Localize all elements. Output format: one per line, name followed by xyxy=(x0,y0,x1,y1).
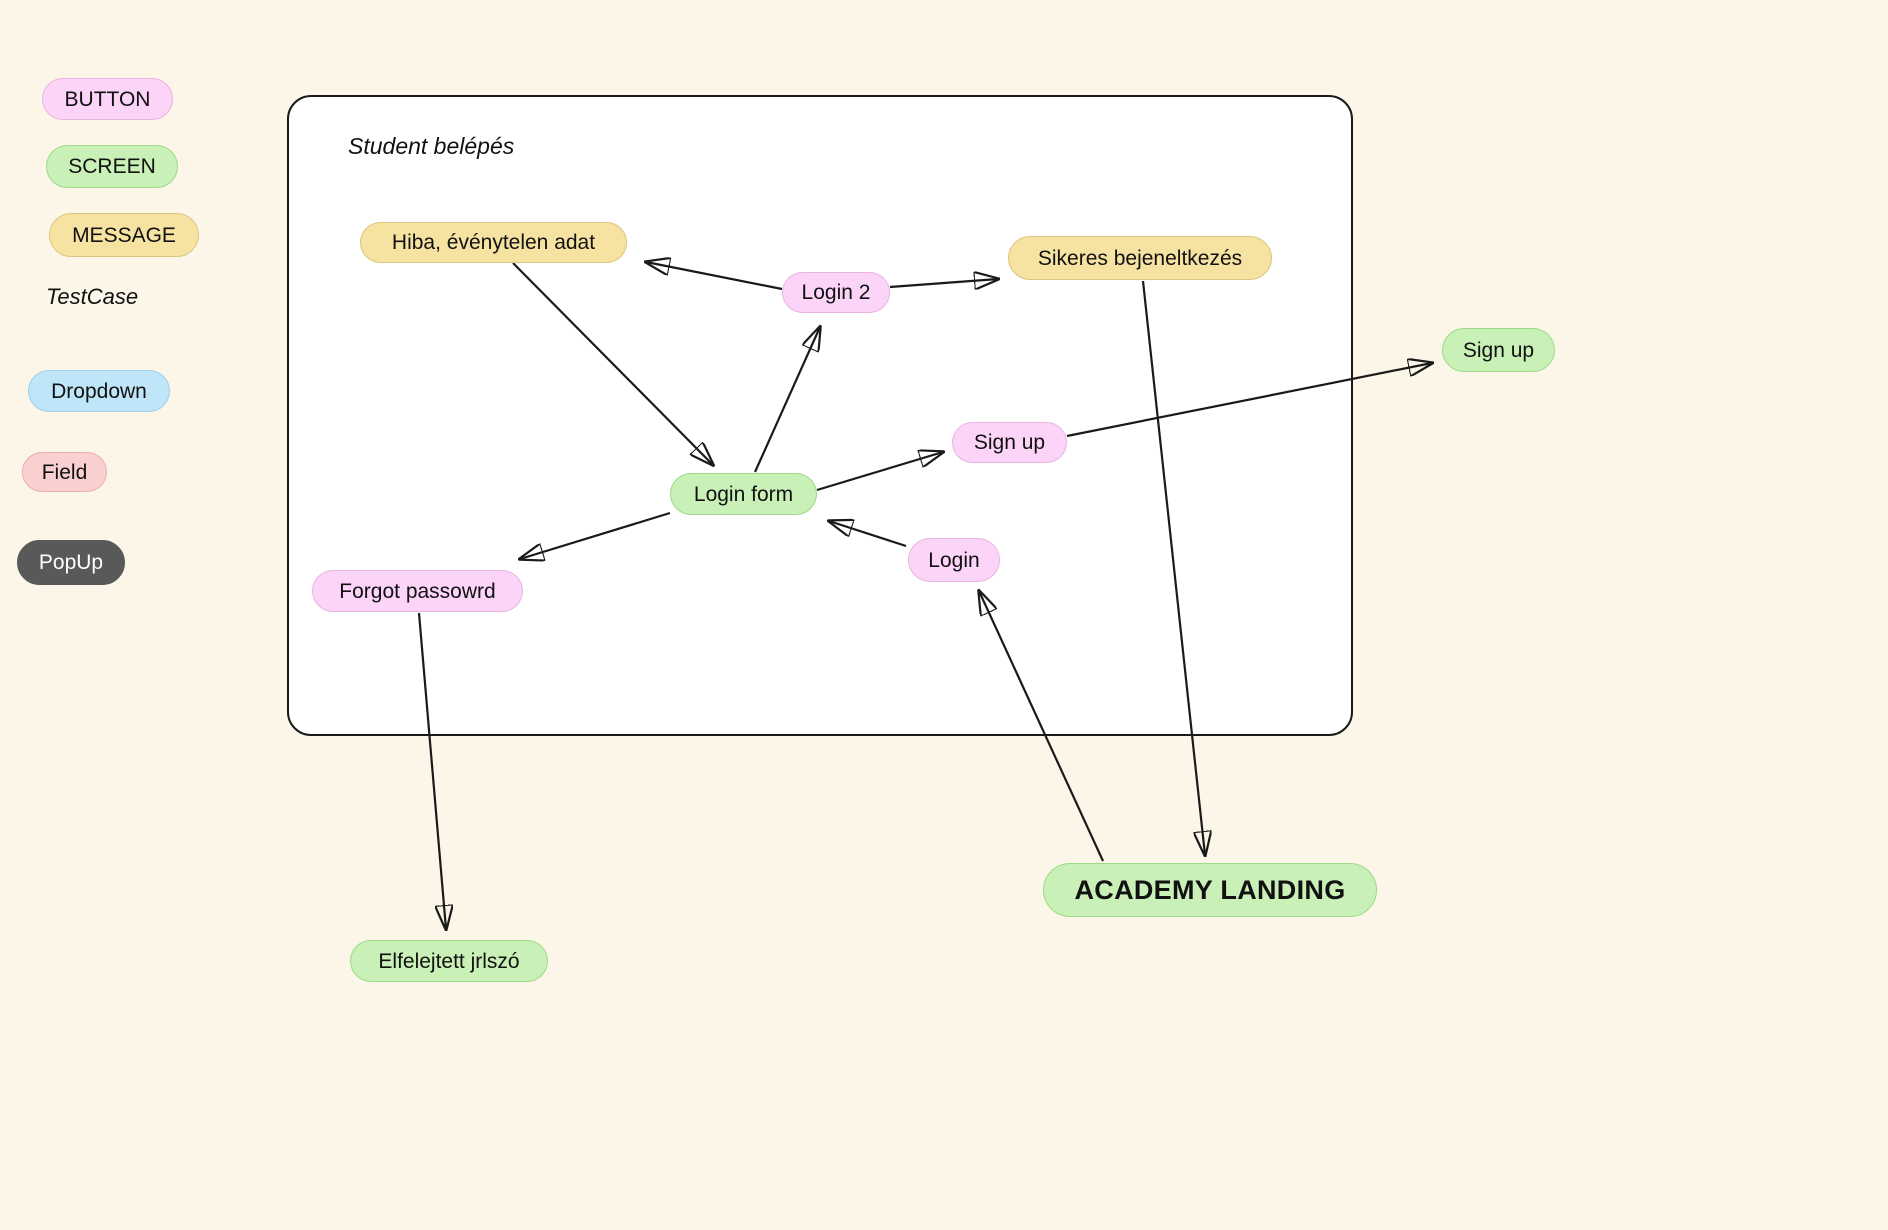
legend-item-button[interactable]: BUTTON xyxy=(42,78,173,120)
node-sign-up-screen[interactable]: Sign up xyxy=(1442,328,1555,372)
node-academy-landing-screen[interactable]: ACADEMY LANDING xyxy=(1043,863,1377,917)
node-forgot-password-button[interactable]: Forgot passowrd xyxy=(312,570,523,612)
legend-item-field[interactable]: Field xyxy=(22,452,107,492)
frame-title: Student belépés xyxy=(348,133,515,159)
node-elfelejtett-screen[interactable]: Elfelejtett jrlszó xyxy=(350,940,548,982)
node-hiba-message[interactable]: Hiba, événytelen adat xyxy=(360,222,627,263)
legend-item-testcase: TestCase xyxy=(46,284,139,309)
node-sikeres-message[interactable]: Sikeres bejeneltkezés xyxy=(1008,236,1272,280)
node-login-button[interactable]: Login xyxy=(908,538,1000,582)
legend-item-popup[interactable]: PopUp xyxy=(17,540,125,585)
node-login-2-button[interactable]: Login 2 xyxy=(782,272,890,313)
node-login-form-screen[interactable]: Login form xyxy=(670,473,817,515)
node-sign-up-button[interactable]: Sign up xyxy=(952,422,1067,463)
group-frame-student-belepes[interactable] xyxy=(287,95,1353,736)
legend-item-message[interactable]: MESSAGE xyxy=(49,213,199,257)
legend-item-screen[interactable]: SCREEN xyxy=(46,145,178,188)
legend-item-dropdown[interactable]: Dropdown xyxy=(28,370,170,412)
